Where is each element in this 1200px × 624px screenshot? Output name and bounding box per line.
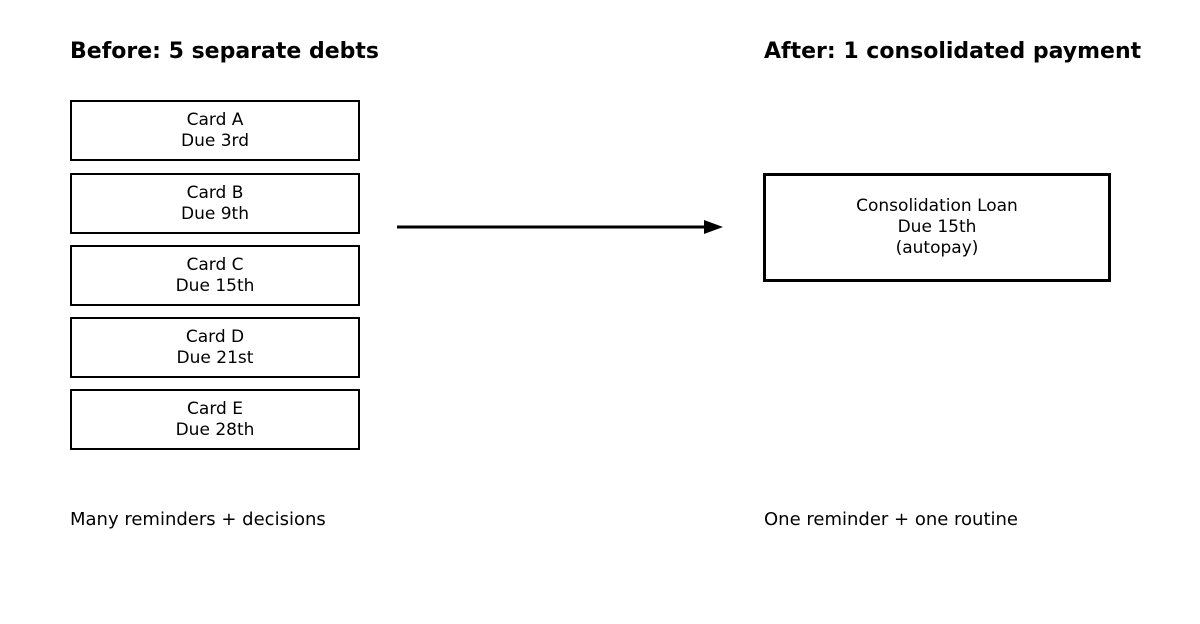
loan-autopay-note: (autopay) (895, 238, 979, 258)
loan-due-date: Due 15th (897, 217, 977, 237)
card-name: Card B (186, 182, 244, 203)
card-due-date: Due 3rd (180, 130, 250, 151)
card-box-c: Card C Due 15th (70, 245, 360, 306)
loan-name: Consolidation Loan (856, 196, 1018, 216)
card-name: Card D (185, 326, 245, 347)
consolidation-loan-box: Consolidation Loan Due 15th (autopay) (763, 173, 1111, 282)
card-name: Card C (186, 254, 244, 275)
right-arrow-icon (397, 220, 723, 234)
card-due-date: Due 9th (181, 203, 249, 224)
card-due-date: Due 21st (176, 347, 254, 368)
card-due-date: Due 28th (175, 419, 255, 440)
after-title: After: 1 consolidated payment (764, 39, 1142, 64)
card-box-e: Card E Due 28th (70, 389, 360, 450)
card-box-a: Card A Due 3rd (70, 100, 360, 161)
after-caption: One reminder + one routine (764, 509, 1019, 530)
before-title: Before: 5 separate debts (70, 39, 379, 64)
card-name: Card A (186, 109, 244, 130)
card-box-b: Card B Due 9th (70, 173, 360, 234)
card-box-d: Card D Due 21st (70, 317, 360, 378)
card-due-date: Due 15th (175, 275, 255, 296)
before-caption: Many reminders + decisions (70, 509, 326, 530)
card-name: Card E (187, 398, 243, 419)
